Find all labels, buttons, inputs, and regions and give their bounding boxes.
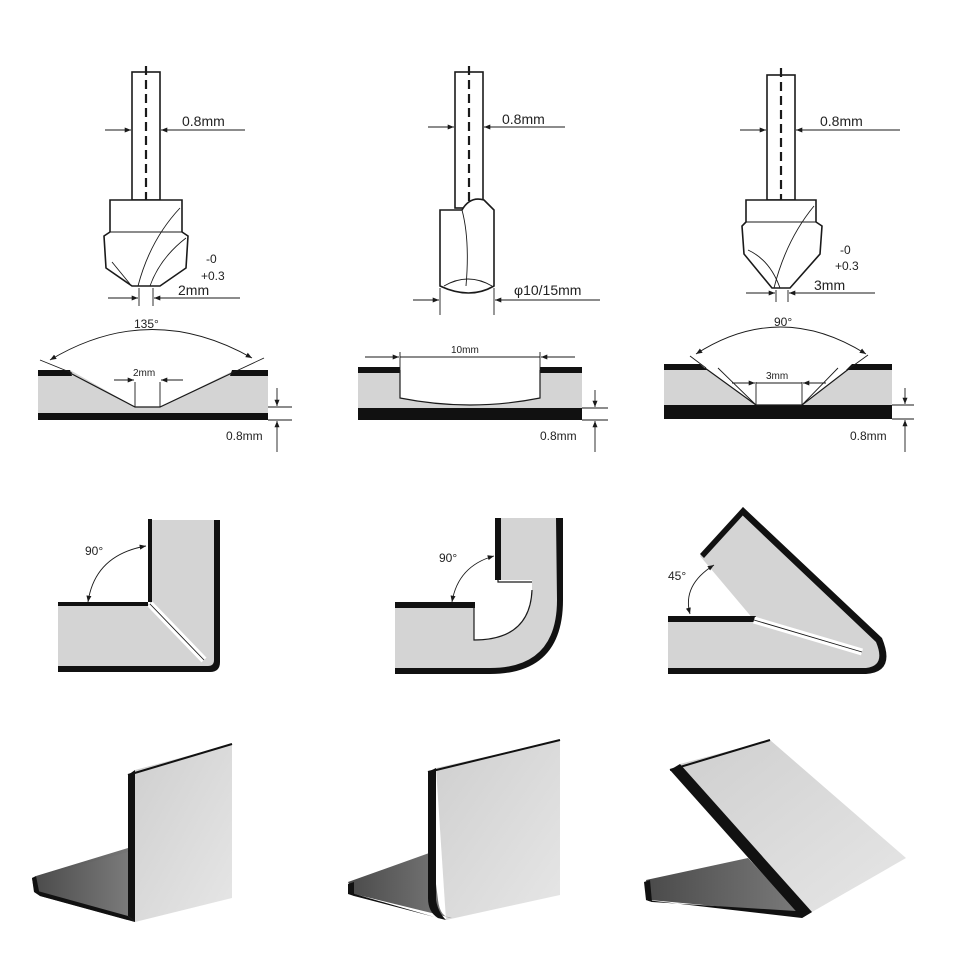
tool-2-cutter-label: φ10/15mm: [514, 282, 581, 298]
fold-2-angle-label: 90°: [439, 551, 457, 565]
groove-2-remain: 0.8mm: [540, 390, 608, 452]
fold-1-angle: 90°: [85, 544, 147, 603]
fold-3-angle: 45°: [668, 564, 715, 615]
tool-2-shank-label: 0.8mm: [502, 111, 545, 127]
tool-1-tol-plus: +0.3: [201, 269, 225, 283]
groove-3-width: 3mm: [732, 371, 826, 386]
groove-1-width-label: 2mm: [133, 368, 155, 379]
tool-3-tip-dimension: 3mm: [746, 277, 875, 302]
tool-1-tip-dimension: 2mm: [108, 282, 240, 306]
groove-flat-section: [358, 367, 582, 420]
groove-3-remain-label: 0.8mm: [850, 429, 887, 443]
groove-3-angle-label: 90°: [774, 315, 792, 329]
groove-1-angle: 135°: [49, 317, 253, 361]
groove-1-width: 2mm: [114, 368, 183, 383]
tool-flat-straight-bit: [439, 66, 495, 294]
groove-1-angle-label: 135°: [134, 317, 159, 331]
fold-45-corner: [668, 507, 887, 674]
tool-2-shank-dimension: 0.8mm: [428, 111, 565, 130]
groove-3-angle: 90°: [695, 315, 867, 355]
tool-3-shank-label: 0.8mm: [820, 113, 863, 129]
tool-1-tip-label: 2mm: [178, 282, 209, 298]
panel-3d-square: [32, 743, 233, 922]
tool-90-v-bit: [741, 68, 823, 289]
groove-135-section: [38, 357, 268, 420]
fold-1-angle-label: 90°: [85, 544, 103, 558]
tool-135-v-bit: [103, 66, 189, 287]
fold-3-angle-label: 45°: [668, 569, 686, 583]
groove-2-remain-label: 0.8mm: [540, 429, 577, 443]
fold-rounded-corner: [395, 518, 563, 674]
groove-3-remain: 0.8mm: [850, 388, 914, 452]
tool-3-tol-minus: -0: [840, 243, 851, 257]
tool-1-shank-dimension: 0.8mm: [105, 113, 245, 133]
groove-2-width: 10mm: [365, 345, 575, 370]
fold-square-corner: [58, 519, 220, 672]
groove-2-width-label: 10mm: [451, 345, 479, 356]
tool-3-tolerance: -0 +0.3: [835, 243, 859, 273]
groove-1-remain-label: 0.8mm: [226, 429, 263, 443]
tool-1-shank-label: 0.8mm: [182, 113, 225, 129]
fold-2-angle: 90°: [439, 551, 495, 603]
groove-1-remain: 0.8mm: [226, 388, 292, 452]
tool-3-shank-dimension: 0.8mm: [740, 113, 900, 133]
tool-3-tol-plus: +0.3: [835, 259, 859, 273]
panel-3d-rounded: [348, 739, 561, 920]
groove-90-section: [664, 354, 892, 419]
panel-3d-45: [644, 739, 906, 918]
tool-1-tolerance: -0 +0.3: [201, 252, 225, 283]
groove-3-width-label: 3mm: [766, 371, 788, 382]
tool-1-tol-minus: -0: [206, 252, 217, 266]
tool-2-cutter-dimension: φ10/15mm: [413, 282, 600, 315]
tool-3-tip-label: 3mm: [814, 277, 845, 293]
